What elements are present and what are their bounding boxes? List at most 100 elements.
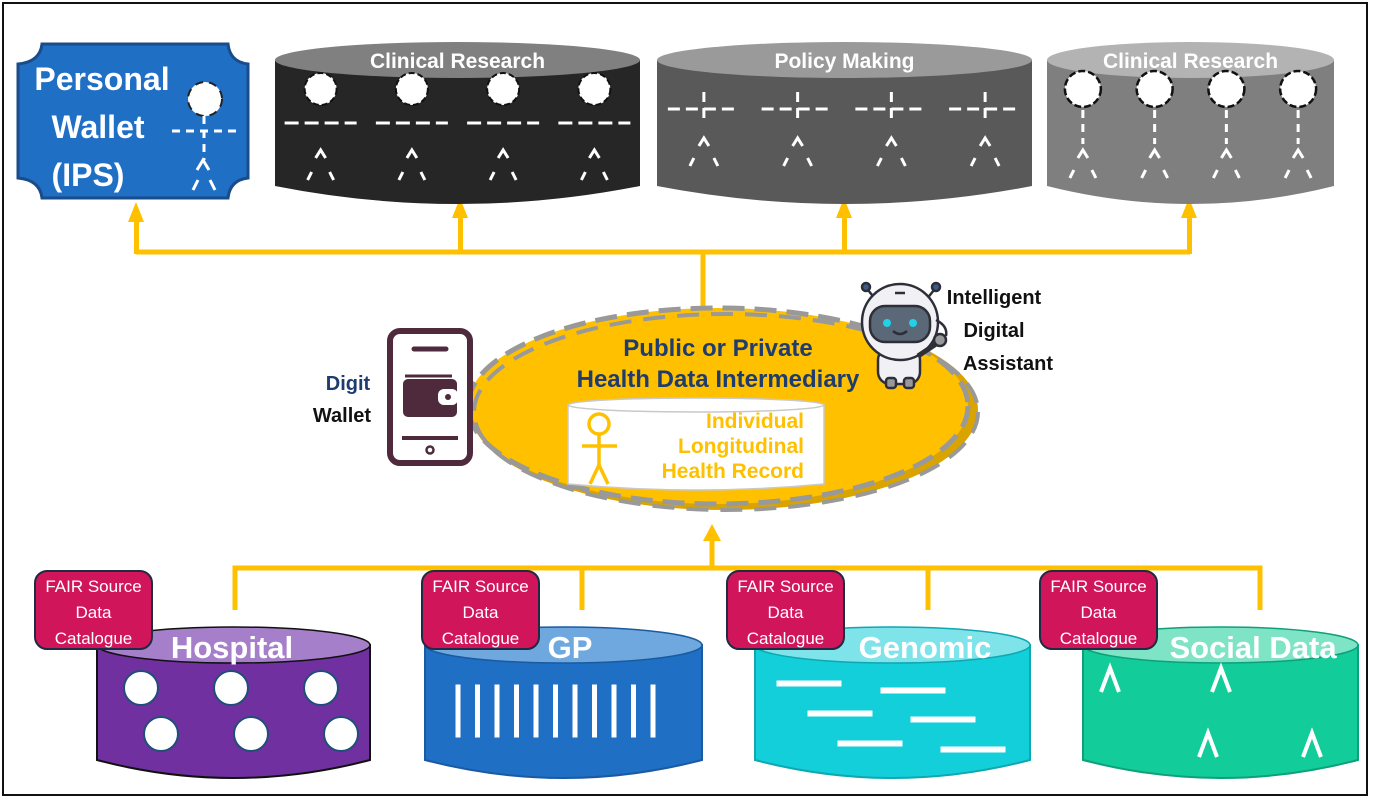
intelligent-digital-assistant[interactable]: Intelligent Digital Assistant [860, 281, 1053, 390]
catalogue-label: FAIR Source [737, 577, 833, 596]
record-bar [514, 684, 519, 738]
top-arrows [128, 198, 1197, 254]
catalogue-label: Catalogue [55, 629, 133, 648]
catalogue-label: FAIR Source [45, 577, 141, 596]
patient-circle [123, 670, 159, 706]
source-pattern [1099, 662, 1323, 758]
person-group-icon [1063, 69, 1318, 179]
assistant-line3: Assistant [963, 353, 1053, 375]
record-bar [650, 684, 656, 738]
intermediary-line1: Public or Private [623, 335, 812, 362]
record-bar [553, 684, 558, 738]
catalogue-label: Data [768, 603, 804, 622]
source-pattern [776, 680, 1006, 753]
digit-wallet-line2: Wallet [313, 405, 371, 427]
source-label: Genomic [859, 630, 992, 665]
record-line1: Individual [706, 410, 804, 433]
consumer-cylinder[interactable]: Clinical Research [275, 42, 640, 204]
arrow-head-intermediary [703, 524, 721, 541]
consumer-cylinders: Clinical Research Policy Making Clinical R… [275, 42, 1334, 204]
bottom-connectors [232, 540, 1263, 610]
gene-dash [940, 746, 1006, 753]
patient-circle [303, 670, 339, 706]
caret-mark [1099, 662, 1121, 693]
record-line2: Longitudinal [678, 435, 804, 458]
digit-wallet[interactable]: Digit Wallet [313, 328, 473, 466]
health-data-intermediary[interactable]: Public or Private Health Data Intermedia… [465, 305, 980, 512]
patient-circle [233, 716, 269, 752]
stick-figure-icon [582, 412, 617, 485]
person-icon [172, 81, 236, 191]
gene-dash [837, 740, 903, 747]
digit-wallet-line1: Digit [326, 373, 371, 395]
catalogue-label: Data [76, 603, 112, 622]
record-bar [475, 684, 480, 738]
longitudinal-health-record[interactable]: Individual Longitudinal Health Record [567, 397, 825, 491]
personal-wallet-line2: Wallet [51, 109, 144, 145]
arrow-head-clinical-2 [1181, 198, 1197, 218]
record-bar [611, 684, 617, 738]
arrow-head-wallet [128, 202, 144, 222]
gene-dash [910, 716, 976, 723]
record-bar [455, 684, 461, 738]
person-group-icon [284, 72, 631, 181]
catalogue-label: Data [463, 603, 499, 622]
arrow-head-clinical-1 [452, 198, 468, 218]
source-pattern [455, 684, 656, 738]
personal-wallet-line3: (IPS) [52, 157, 125, 193]
consumer-label: Clinical Research [1103, 50, 1278, 73]
top-connectors [136, 249, 1190, 310]
robot-icon [860, 281, 948, 390]
record-bar [572, 684, 578, 738]
arrow-shaft-wallet [134, 218, 139, 254]
assistant-line1: Intelligent [947, 287, 1042, 309]
catalogue-label: FAIR Source [1050, 577, 1146, 596]
arrow-shaft-clinical-2 [1187, 218, 1192, 254]
catalogue-label: Catalogue [1060, 629, 1138, 648]
record-bar [592, 684, 597, 738]
personal-wallet-line1: Personal [34, 61, 169, 97]
catalogue-label: Catalogue [747, 629, 825, 648]
source-label: Hospital [171, 630, 293, 665]
intermediary-line2: Health Data Intermediary [577, 366, 860, 393]
consumer-cylinder[interactable]: Policy Making [657, 42, 1032, 204]
caret-mark [1301, 727, 1323, 758]
phone-wallet-icon [387, 328, 473, 466]
arrow-shaft-clinical-1 [458, 218, 463, 254]
source-pattern [123, 670, 359, 752]
person-group-icon [667, 92, 1022, 167]
arrow-head-policy [836, 198, 852, 218]
record-bar [494, 684, 500, 738]
source-label: GP [548, 630, 593, 665]
gene-dash [880, 687, 946, 694]
consumer-label: Policy Making [774, 50, 914, 73]
source-label: Social Data [1169, 630, 1337, 665]
gene-dash [776, 680, 842, 687]
catalogue-label: FAIR Source [432, 577, 528, 596]
assistant-line2: Digital [963, 320, 1024, 342]
consumer-cylinder[interactable]: Clinical Research [1047, 42, 1334, 204]
patient-circle [323, 716, 359, 752]
consumer-label: Clinical Research [370, 50, 545, 73]
caret-mark [1197, 727, 1219, 758]
personal-wallet-box[interactable]: Personal Wallet (IPS) [16, 42, 250, 200]
patient-circle [213, 670, 249, 706]
caret-mark [1210, 662, 1232, 693]
record-bar [631, 684, 636, 738]
record-line3: Health Record [662, 460, 804, 483]
record-bar [533, 684, 539, 738]
gene-dash [807, 710, 873, 717]
arrow-shaft-policy [842, 218, 847, 254]
catalogue-label: Catalogue [442, 629, 520, 648]
